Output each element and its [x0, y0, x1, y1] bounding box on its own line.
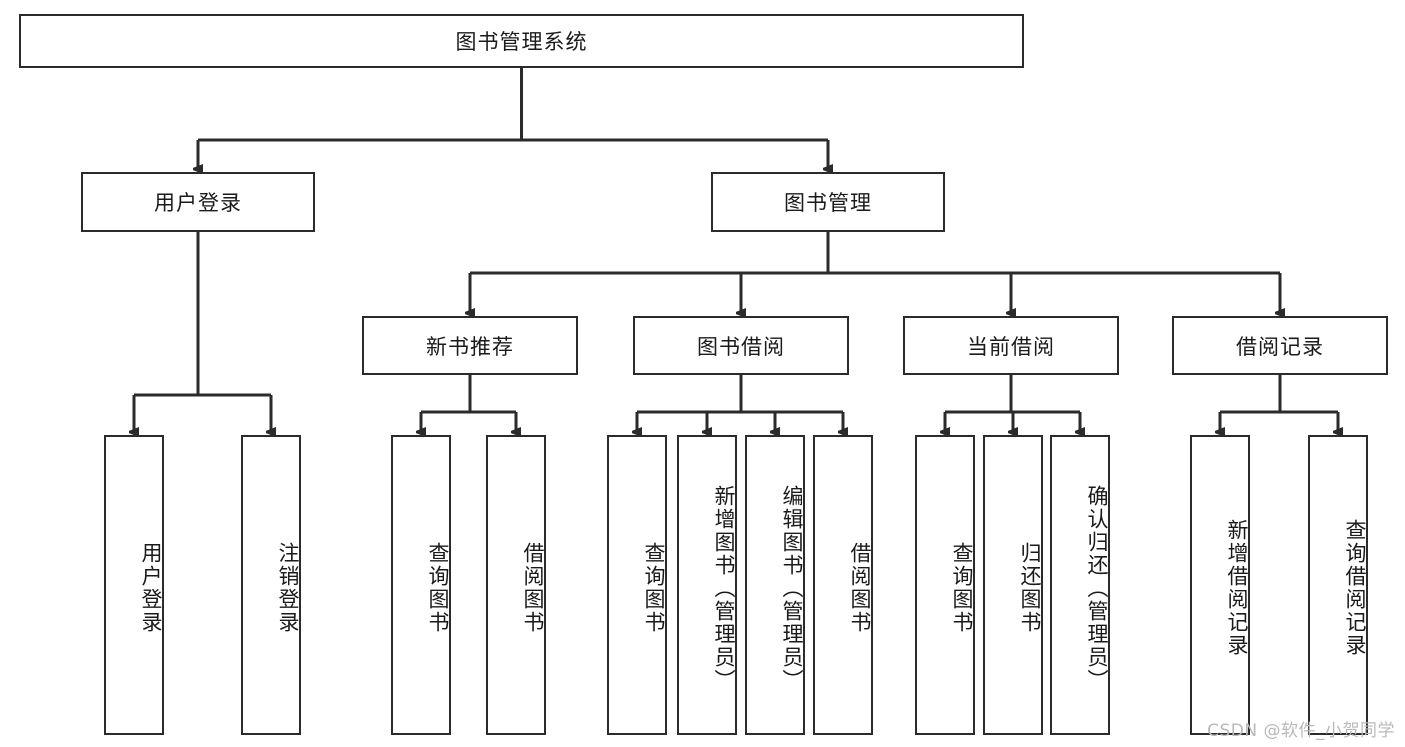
node-leaf-query-book-1-label: 查询图书 [426, 542, 450, 634]
node-leaf-query-book-2[interactable]: 查询图书 [607, 435, 667, 735]
node-leaf-borrow-book-2[interactable]: 借阅图书 [813, 435, 873, 735]
node-root[interactable]: 图书管理系统 [19, 14, 1024, 68]
node-current-borrow-label: 当前借阅 [967, 334, 1055, 359]
node-leaf-return-book-label: 归还图书 [1018, 542, 1042, 634]
node-leaf-add-book[interactable]: 新增图书（管理员） [677, 435, 737, 735]
node-book-manage[interactable]: 图书管理 [711, 172, 945, 232]
node-leaf-return-book[interactable]: 归还图书 [983, 435, 1043, 735]
node-leaf-add-book-label: 新增图书（管理员） [712, 484, 736, 692]
node-leaf-user-login[interactable]: 用户登录 [104, 435, 164, 735]
node-leaf-borrow-book-1[interactable]: 借阅图书 [486, 435, 546, 735]
node-leaf-confirm-return-label: 确认归还（管理员） [1085, 484, 1109, 692]
node-borrow-record[interactable]: 借阅记录 [1172, 316, 1388, 375]
node-leaf-query-book-3-label: 查询图书 [950, 542, 974, 634]
node-new-book-rec-label: 新书推荐 [426, 334, 514, 359]
node-leaf-user-login-label: 用户登录 [139, 542, 163, 634]
node-leaf-query-record[interactable]: 查询借阅记录 [1308, 435, 1368, 735]
node-leaf-edit-book[interactable]: 编辑图书（管理员） [745, 435, 805, 735]
node-leaf-logout[interactable]: 注销登录 [241, 435, 301, 735]
node-leaf-query-book-1[interactable]: 查询图书 [391, 435, 451, 735]
node-root-label: 图书管理系统 [455, 30, 588, 54]
node-leaf-add-record[interactable]: 新增借阅记录 [1190, 435, 1250, 735]
node-book-borrow-label: 图书借阅 [697, 334, 785, 359]
node-user-login[interactable]: 用户登录 [81, 172, 315, 232]
node-book-manage-label: 图书管理 [784, 191, 872, 215]
node-leaf-borrow-book-2-label: 借阅图书 [848, 542, 872, 634]
node-current-borrow[interactable]: 当前借阅 [903, 316, 1119, 375]
node-leaf-query-record-label: 查询借阅记录 [1343, 519, 1367, 657]
node-leaf-query-book-2-label: 查询图书 [642, 542, 666, 634]
node-leaf-borrow-book-1-label: 借阅图书 [521, 542, 545, 634]
node-leaf-add-record-label: 新增借阅记录 [1225, 519, 1249, 657]
node-leaf-query-book-3[interactable]: 查询图书 [915, 435, 975, 735]
node-book-borrow[interactable]: 图书借阅 [633, 316, 849, 375]
node-leaf-edit-book-label: 编辑图书（管理员） [780, 484, 804, 692]
node-leaf-confirm-return[interactable]: 确认归还（管理员） [1050, 435, 1110, 735]
watermark-text: CSDN @软件_小贺同学 [1207, 721, 1395, 741]
node-leaf-logout-label: 注销登录 [276, 542, 300, 634]
node-user-login-label: 用户登录 [154, 191, 242, 215]
node-borrow-record-label: 借阅记录 [1236, 334, 1324, 359]
node-new-book-rec[interactable]: 新书推荐 [362, 316, 578, 375]
